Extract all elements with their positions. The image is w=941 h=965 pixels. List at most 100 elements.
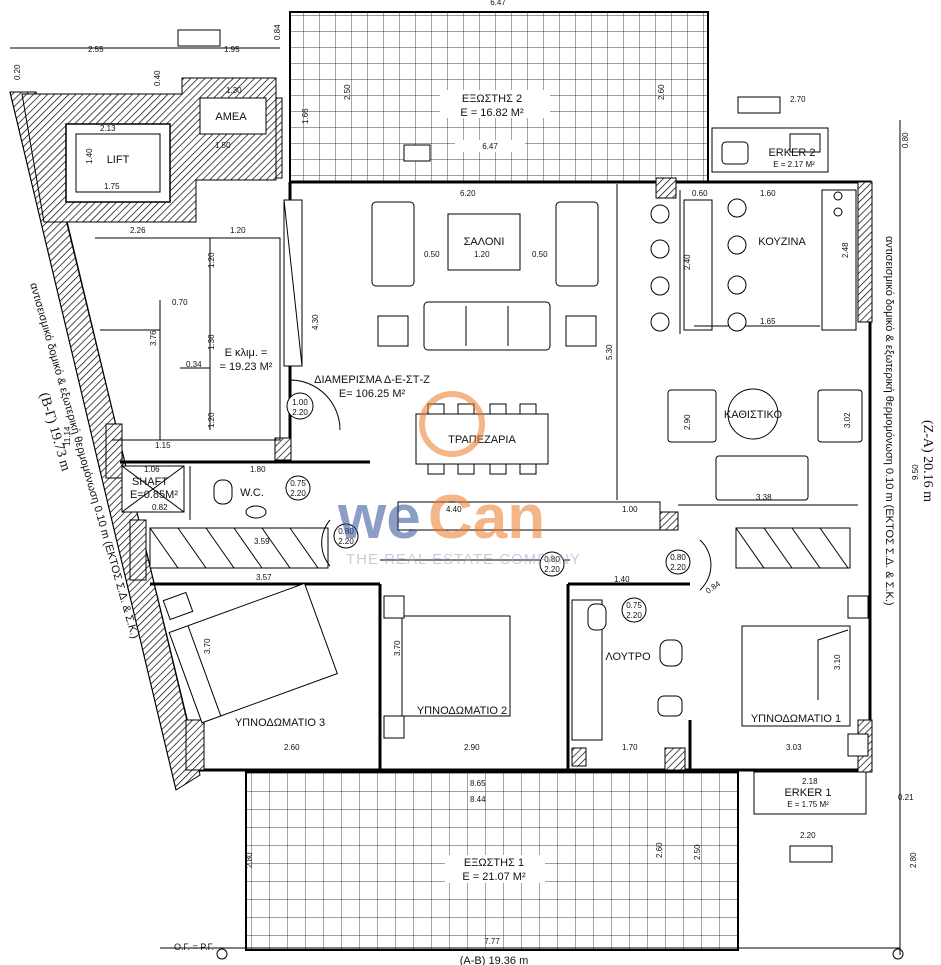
balcony-2-label: ΕΞΩΣΤΗΣ 2 bbox=[462, 93, 522, 105]
dining-area: ΤΡΑΠΕΖΑΡΙΑ bbox=[415, 403, 549, 475]
apartment-area: E= 106.25 M² bbox=[339, 388, 406, 400]
bedroom-1: ΥΠΝΟΔΩΜΑΤΙΟ 1 3.03 3.10 bbox=[688, 595, 869, 770]
dim-260-t: 2.60 bbox=[657, 84, 666, 100]
bedroom-1-label: ΥΠΝΟΔΩΜΑΤΙΟ 1 bbox=[751, 713, 841, 725]
stair-area-value: = 19.23 M² bbox=[220, 361, 273, 373]
dim-338: 3.38 bbox=[756, 493, 772, 502]
dim-balcony2-width: 6.47 bbox=[482, 142, 498, 151]
staircase: 2.26 1.20 0.70 0.34 1.15 E κλιμ. = = 19.… bbox=[95, 199, 303, 450]
dim-530: 5.30 bbox=[605, 344, 614, 360]
dimensions: 8.65 8.44 1.40 0.84 2.80 2.80 2.60 2.50 … bbox=[13, 24, 920, 955]
dim-359: 3.59 bbox=[254, 537, 270, 546]
dim-213: 2.13 bbox=[100, 124, 116, 133]
loutro-label: ΛΟΥΤΡΟ bbox=[605, 651, 651, 663]
dim-218: 2.18 bbox=[802, 777, 818, 786]
dim-130: 1.30 bbox=[226, 86, 242, 95]
stair-area-label: E κλιμ. = bbox=[225, 347, 268, 359]
kathistiko-label: ΚΑΘΙΣΤΙΚΟ bbox=[724, 409, 783, 421]
dim-260: 2.60 bbox=[284, 743, 300, 752]
bedroom-3: ΥΠΝΟΔΩΜΑΤΙΟ 3 2.60 3.70 bbox=[162, 582, 338, 752]
dim-240: 2.40 bbox=[683, 254, 692, 270]
dim-255: 2.55 bbox=[88, 45, 104, 54]
dim-226: 2.26 bbox=[130, 226, 146, 235]
trapezaria-label: ΤΡΑΠΕΖΑΡΙΑ bbox=[448, 434, 516, 446]
dim-250-b: 2.50 bbox=[693, 844, 702, 860]
dim-120-stair-b: 1.20 bbox=[207, 412, 216, 428]
dim-020: 0.20 bbox=[13, 64, 22, 80]
dim-040: 0.40 bbox=[153, 70, 162, 86]
level-mark: Ο.Γ. = Ρ.Γ. bbox=[174, 942, 214, 952]
svg-text:0.80: 0.80 bbox=[670, 553, 686, 562]
watermark-we: we bbox=[337, 483, 421, 552]
door-bed1: 0.80 2.20 bbox=[665, 539, 712, 591]
dim-115: 1.15 bbox=[155, 441, 171, 450]
balcony-1-area: E = 21.07 M² bbox=[462, 871, 526, 883]
door-bed3: 0.80 2.20 bbox=[321, 519, 359, 567]
corridor: 3.59 3.57 4.40 1.00 bbox=[149, 501, 851, 770]
svg-text:2.20: 2.20 bbox=[338, 537, 354, 546]
balcony-2-area: E = 16.82 M² bbox=[460, 107, 524, 119]
dim-136: 1.36 bbox=[207, 334, 216, 350]
balcony-1: ΕΞΩΣΤΗΣ 1 E = 21.07 M² 7.77 bbox=[245, 771, 739, 951]
dim-248: 2.48 bbox=[841, 242, 850, 258]
watermark: we Can THE REAL ESTATE COMPANY bbox=[337, 391, 580, 568]
dim-060: 0.60 bbox=[692, 189, 708, 198]
dim-saloni-120: 1.20 bbox=[474, 250, 490, 259]
dim-357: 3.57 bbox=[256, 573, 272, 582]
dim-280-l: 2.80 bbox=[245, 852, 254, 868]
dim-150: 1.50 bbox=[215, 141, 231, 150]
svg-text:2.20: 2.20 bbox=[544, 565, 560, 574]
dim-166: 1.66 bbox=[301, 108, 310, 124]
dim-376: 3.76 bbox=[149, 330, 158, 346]
svg-text:2.20: 2.20 bbox=[626, 611, 642, 620]
svg-text:0.75: 0.75 bbox=[626, 601, 642, 610]
amea-label: AMEA bbox=[215, 111, 247, 123]
dim-170: 1.70 bbox=[622, 743, 638, 752]
door-entrance: 1.00 2.20 bbox=[286, 379, 341, 431]
dim-370-b3: 3.70 bbox=[203, 638, 212, 654]
bottom-side-title: (Α-Β) 19.36 m bbox=[460, 955, 528, 965]
dim-120: 1.20 bbox=[230, 226, 246, 235]
dim-777: 7.77 bbox=[484, 937, 500, 946]
erker-2-area: E = 2.17 M² bbox=[773, 160, 815, 169]
kathistiko-room: ΚΑΘΙΣΤΙΚΟ 3.38 2.90 3.02 bbox=[667, 388, 863, 506]
dim-950: 9.50 bbox=[911, 464, 920, 480]
bathroom: ΛΟΥΤΡΟ 1.70 bbox=[571, 599, 683, 752]
bedroom-2-label: ΥΠΝΟΔΩΜΑΤΙΟ 2 bbox=[417, 705, 507, 717]
right-side-title: (Ζ-Α) 20.16 m bbox=[920, 420, 935, 502]
balcony-1-label: ΕΞΩΣΤΗΣ 1 bbox=[464, 857, 524, 869]
svg-text:2.20: 2.20 bbox=[670, 563, 686, 572]
bedroom-2: ΥΠΝΟΔΩΜΑΤΙΟ 2 2.90 3.70 bbox=[383, 595, 511, 752]
svg-text:2.20: 2.20 bbox=[292, 408, 308, 417]
svg-text:2.20: 2.20 bbox=[290, 489, 306, 498]
dim-034: 0.34 bbox=[186, 360, 202, 369]
dim-top: 6.47 bbox=[490, 0, 506, 7]
dim-120-stair: 1.20 bbox=[207, 252, 216, 268]
dim-140: 1.40 bbox=[614, 575, 630, 584]
erker-1-label: ERKER 1 bbox=[784, 787, 831, 799]
bedroom-3-label: ΥΠΝΟΔΩΜΑΤΙΟ 3 bbox=[235, 717, 325, 729]
dim-302: 3.02 bbox=[843, 412, 852, 428]
balcony-2: ΕΞΩΣΤΗΣ 2 E = 16.82 M² 6.47 6.47 bbox=[289, 0, 709, 183]
dim-370-b2: 3.70 bbox=[393, 640, 402, 656]
apartment-label: ΔΙΑΜΕΡΙΣΜΑ Δ-Ε-ΣΤ-Ζ E= 106.25 M² bbox=[314, 374, 430, 400]
saloni-room: ΣΑΛΟΝΙ 1.20 0.50 0.50 6.20 4.30 5.30 bbox=[311, 184, 618, 500]
dim-260-b: 2.60 bbox=[655, 842, 664, 858]
erker-1-area: E = 1.75 M² bbox=[787, 800, 829, 809]
dim-250-t: 2.50 bbox=[343, 84, 352, 100]
dim-270: 2.70 bbox=[790, 95, 806, 104]
dim-165: 1.65 bbox=[760, 317, 776, 326]
right-side-note: αντισεισμικό δομικό & εξωτερική θερμομόν… bbox=[883, 236, 895, 606]
kitchen: ΚΟΥΖΙΝΑ 1.60 0.60 1.65 2.40 2.48 bbox=[650, 189, 857, 334]
lift-label: LIFT bbox=[107, 154, 130, 166]
apartment-name: ΔΙΑΜΕΡΙΣΜΑ Δ-Ε-ΣΤ-Ζ bbox=[314, 374, 430, 386]
erker-1: ERKER 1 E = 1.75 M² 2.20 bbox=[753, 771, 867, 863]
door-wc: 0.75 2.20 bbox=[285, 475, 311, 501]
saloni-label: ΣΑΛΟΝΙ bbox=[464, 236, 505, 248]
kouzina-label: ΚΟΥΖΙΝΑ bbox=[758, 236, 806, 248]
dim-290: 2.90 bbox=[683, 414, 692, 430]
dim-106: 1.06 bbox=[144, 465, 160, 474]
shaft-area: E=0.85M² bbox=[130, 489, 178, 501]
dim-844: 8.44 bbox=[470, 795, 486, 804]
